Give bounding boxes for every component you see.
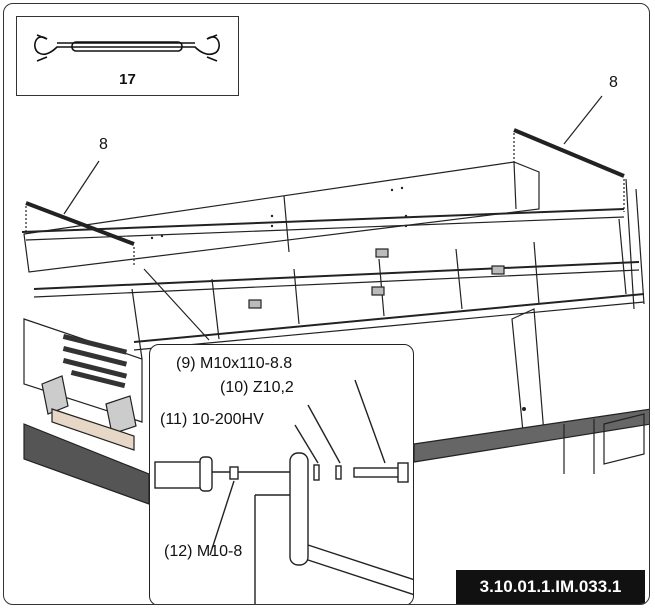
callout-bolt: (9) M10x110-8.8 (176, 355, 293, 372)
wrench-icon (34, 34, 220, 62)
callout-left-rail: 8 (99, 136, 108, 153)
callout-right-rail: 8 (609, 74, 618, 91)
machine-illustration (21, 95, 649, 505)
bolt-assembly-illustration (154, 379, 413, 604)
callout-nut: (12) M10-8 (164, 543, 243, 560)
reference-number: 3.10.01.1.IM.033.1 (456, 570, 645, 604)
tool-box: 17 (16, 16, 239, 96)
drawing-frame: 17 8 8 (3, 3, 650, 605)
callout-washer-z: (10) Z10,2 (220, 379, 294, 396)
detail-inset: (9) M10x110-8.8 (10) Z10,2 (11) 10-200HV… (149, 344, 414, 604)
wrench-size-label: 17 (119, 71, 136, 88)
callout-washer-hv: (11) 10-200HV (160, 411, 264, 428)
